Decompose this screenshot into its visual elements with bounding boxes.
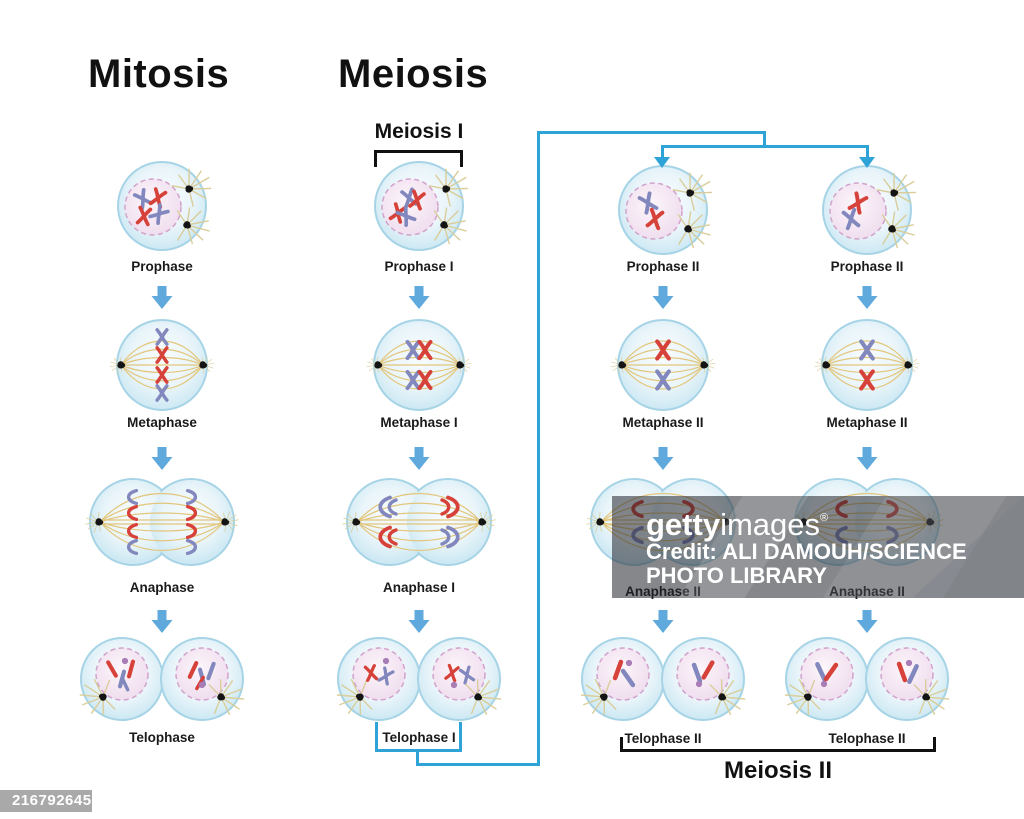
- stage-label-telophase-2b: Telophase II: [828, 731, 906, 746]
- connector-arrowhead-icon: [859, 157, 875, 168]
- getty-logo-bold: getty: [646, 507, 721, 542]
- connector-line: [661, 145, 869, 148]
- getty-logo-regular: images: [720, 507, 821, 542]
- stage-label-telophase-2a: Telophase II: [624, 731, 702, 746]
- stage-label-metaphase-2b: Metaphase II: [826, 415, 908, 430]
- flow-arrow-icon: [856, 447, 878, 470]
- connector-line: [459, 722, 462, 752]
- connector-line: [763, 131, 766, 148]
- figure-meiosis2a-telophase-cells: [575, 632, 751, 726]
- stage-label-metaphase-1: Metaphase I: [380, 415, 458, 430]
- bracket-meiosis-1: [374, 150, 463, 153]
- registered-mark: ®: [820, 512, 829, 524]
- getty-images-logo: gettyimages®: [646, 500, 828, 543]
- flow-arrow-icon: [408, 610, 430, 633]
- bracket-meiosis-2-left-tick: [620, 737, 623, 752]
- connector-line: [537, 131, 766, 134]
- connector-line: [375, 722, 378, 752]
- flow-arrow-icon: [408, 286, 430, 309]
- flow-arrow-icon: [652, 610, 674, 633]
- title-mitosis: Mitosis: [88, 52, 230, 96]
- flow-arrow-icon: [151, 286, 173, 309]
- stage-label-metaphase-2a: Metaphase II: [622, 415, 704, 430]
- bracket-meiosis-2-right-tick: [933, 737, 936, 752]
- flow-arrow-icon: [151, 610, 173, 633]
- title-meiosis: Meiosis: [338, 52, 489, 96]
- figure-meiosis2b-telophase-cells: [779, 632, 955, 726]
- stage-label-telophase-1: Telophase I: [382, 730, 456, 745]
- bracket-meiosis-1-left-tick: [374, 150, 377, 167]
- flow-arrow-icon: [408, 447, 430, 470]
- figure-meiosis1-prophase-cell: [364, 154, 474, 258]
- title-meiosis-2: Meiosis II: [723, 757, 833, 784]
- stage-label-prophase-1: Prophase I: [384, 259, 454, 274]
- stage-label-mitosis-prophase: Prophase: [131, 259, 193, 274]
- flow-arrow-icon: [151, 447, 173, 470]
- flow-arrow-icon: [652, 286, 674, 309]
- title-meiosis-1: Meiosis I: [374, 120, 464, 143]
- stage-label-prophase-2a: Prophase II: [626, 259, 700, 274]
- connector-arrowhead-icon: [654, 157, 670, 168]
- figure-mitosis-prophase-cell: [107, 154, 217, 258]
- stage-label-mitosis-metaphase: Metaphase: [127, 415, 197, 430]
- bracket-meiosis-2: [620, 749, 936, 752]
- connector-line: [661, 145, 664, 159]
- figure-meiosis2b-prophase-cell: [812, 158, 922, 262]
- credit-text: Credit: ALI DAMOUH/SCIENCE PHOTO LIBRARY: [646, 539, 967, 588]
- flow-arrow-icon: [856, 610, 878, 633]
- stage-label-prophase-2b: Prophase II: [830, 259, 904, 274]
- bracket-meiosis-1-right-tick: [460, 150, 463, 167]
- figure-meiosis2a-metaphase-cell: [608, 313, 718, 417]
- figure-mitosis-anaphase-cell: [80, 472, 244, 572]
- stage-label-mitosis-telophase: Telophase: [129, 730, 195, 745]
- figure-meiosis1-metaphase-cell: [364, 313, 474, 417]
- image-id-badge: 2167926452: [0, 790, 100, 812]
- watermark-overlay: gettyimages® Credit: ALI DAMOUH/SCIENCE …: [612, 496, 1024, 598]
- connector-line: [416, 763, 540, 766]
- connector-line: [537, 131, 540, 766]
- connector-line: [416, 749, 419, 766]
- figure-meiosis1-telophase-cells: [331, 632, 507, 726]
- figure-meiosis1-anaphase-cell: [337, 472, 501, 572]
- figure-meiosis2a-prophase-cell: [608, 158, 718, 262]
- flow-arrow-icon: [652, 447, 674, 470]
- figure-mitosis-telophase-cells: [74, 632, 250, 726]
- connector-line: [866, 145, 869, 159]
- figure-meiosis2b-metaphase-cell: [812, 313, 922, 417]
- figure-mitosis-metaphase-cell: [107, 313, 217, 417]
- stage-label-mitosis-anaphase: Anaphase: [129, 580, 195, 595]
- flow-arrow-icon: [856, 286, 878, 309]
- stage-label-anaphase-1: Anaphase I: [382, 580, 456, 595]
